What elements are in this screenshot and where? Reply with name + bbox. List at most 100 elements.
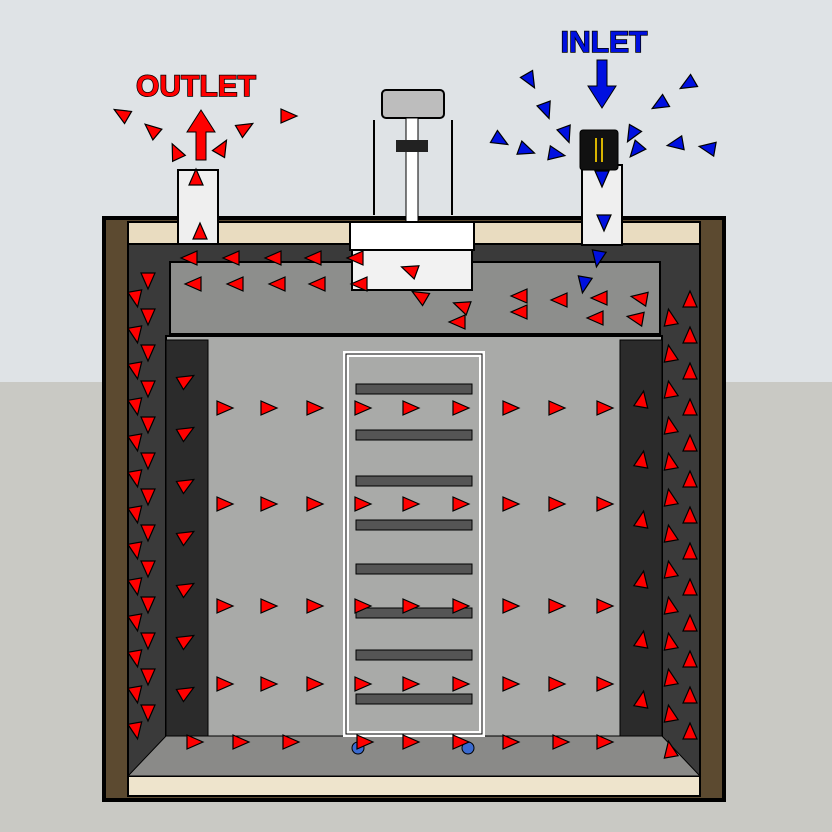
oven-chamber <box>165 335 663 757</box>
airflow-arrow-icon <box>306 598 325 614</box>
airflow-arrows <box>112 69 717 759</box>
airflow-arrow-icon <box>221 250 240 266</box>
airflow-arrow-icon <box>402 734 421 750</box>
airflow-arrow-icon <box>682 577 698 596</box>
tray <box>355 563 473 575</box>
airflow-arrow-icon <box>632 509 649 529</box>
inlet-arrow-icon <box>650 93 671 110</box>
outlet-arrow-icon <box>280 108 299 124</box>
airflow-arrow-icon <box>502 598 521 614</box>
inlet-arrow-icon <box>665 134 685 151</box>
airflow-arrow-icon <box>682 397 698 416</box>
tray <box>355 383 473 395</box>
airflow-arrow-icon <box>126 649 143 669</box>
airflow-arrow-icon <box>452 734 471 750</box>
airflow-arrow-icon <box>452 676 471 692</box>
airflow-arrow-icon <box>126 541 143 561</box>
airflow-arrow-icon <box>183 276 202 292</box>
airflow-arrow-icon <box>140 596 156 615</box>
airflow-arrow-icon <box>548 400 567 416</box>
airflow-arrow-icon <box>140 380 156 399</box>
airflow-arrow-icon <box>682 433 698 452</box>
airflow-arrow-icon <box>452 301 472 317</box>
airflow-arrow-icon <box>175 478 196 495</box>
airflow-arrow-icon <box>356 734 375 750</box>
outlet-arrow-icon <box>211 138 228 159</box>
inlet-arrow-icon <box>591 249 608 269</box>
airflow-arrow-icon <box>410 290 431 307</box>
airflow-arrow-icon <box>175 582 196 599</box>
outlet-arrow-icon <box>192 221 208 240</box>
airflow-arrow-icon <box>267 276 286 292</box>
airflow-arrow-icon <box>682 649 698 668</box>
airflow-arrow-icon <box>663 307 680 327</box>
bottom-insulation <box>127 775 701 797</box>
inlet-arrow-icon <box>535 100 551 120</box>
airflow-arrow-icon <box>126 685 143 705</box>
airflow-arrow-icon <box>502 676 521 692</box>
airflow-arrow-icon <box>452 598 471 614</box>
airflow-arrow-icon <box>682 289 698 308</box>
airflow-arrow-icon <box>502 496 521 512</box>
airflow-arrow-icon <box>682 361 698 380</box>
airflow-arrow-icon <box>175 426 196 443</box>
airflow-arrow-icon <box>552 734 571 750</box>
airflow-arrow-icon <box>548 598 567 614</box>
airflow-arrow-icon <box>452 400 471 416</box>
airflow-arrow-icon <box>126 397 143 417</box>
inlet-label: INLET <box>561 26 648 59</box>
airflow-arrow-icon <box>354 676 373 692</box>
inlet-arrow-icon <box>596 214 612 233</box>
airflow-arrow-icon <box>126 433 143 453</box>
outlet-label: OUTLET <box>136 70 256 103</box>
airflow-arrow-icon <box>282 734 301 750</box>
airflow-arrow-icon <box>260 400 279 416</box>
airflow-arrow-icon <box>126 577 143 597</box>
airflow-arrow-icon <box>140 488 156 507</box>
airflow-arrow-icon <box>632 449 649 469</box>
inlet-arrow-icon <box>678 73 699 90</box>
airflow-arrow-icon <box>126 613 143 633</box>
airflow-arrow-icon <box>140 452 156 471</box>
airflow-arrow-icon <box>509 304 528 320</box>
airflow-arrow-icon <box>402 598 421 614</box>
airflow-arrow-icon <box>140 416 156 435</box>
outlet-arrow-icon <box>234 122 255 139</box>
airflow-arrow-icon <box>502 734 521 750</box>
inlet-arrow-icon <box>594 170 610 189</box>
airflow-arrow-icon <box>632 629 649 649</box>
airflow-arrow-icon <box>663 343 680 363</box>
airflow-arrow-icon <box>216 676 235 692</box>
airflow-arrow-icon <box>452 496 471 512</box>
airflow-arrow-icon <box>596 496 615 512</box>
airflow-arrow-icon <box>596 676 615 692</box>
airflow-arrow-icon <box>225 276 244 292</box>
airflow-arrow-icon <box>663 667 680 687</box>
airflow-arrow-icon <box>140 560 156 579</box>
airflow-arrow-icon <box>126 505 143 525</box>
airflow-arrow-icon <box>663 559 680 579</box>
tray <box>355 475 473 487</box>
airflow-arrow-icon <box>402 400 421 416</box>
airflow-arrow-icon <box>175 686 196 703</box>
inlet-pipe <box>579 129 623 246</box>
airflow-arrow-icon <box>126 721 143 741</box>
airflow-arrow-icon <box>663 415 680 435</box>
airflow-arrow-icon <box>345 250 364 266</box>
tray <box>355 693 473 705</box>
airflow-arrow-icon <box>140 524 156 543</box>
airflow-arrow-icon <box>216 598 235 614</box>
inlet-arrow-icon <box>489 129 510 146</box>
airflow-arrow-icon <box>354 400 373 416</box>
airflow-arrow-icon <box>140 704 156 723</box>
airflow-arrow-icon <box>663 523 680 543</box>
airflow-arrow-icon <box>126 289 143 309</box>
airflow-arrow-icon <box>175 374 196 391</box>
airflow-arrow-icon <box>140 344 156 363</box>
airflow-arrow-icon <box>260 676 279 692</box>
inlet-arrow-icon <box>626 123 643 144</box>
inlet-arrow-icon <box>519 69 536 90</box>
airflow-arrow-icon <box>632 389 649 409</box>
airflow-arrow-icon <box>349 276 368 292</box>
